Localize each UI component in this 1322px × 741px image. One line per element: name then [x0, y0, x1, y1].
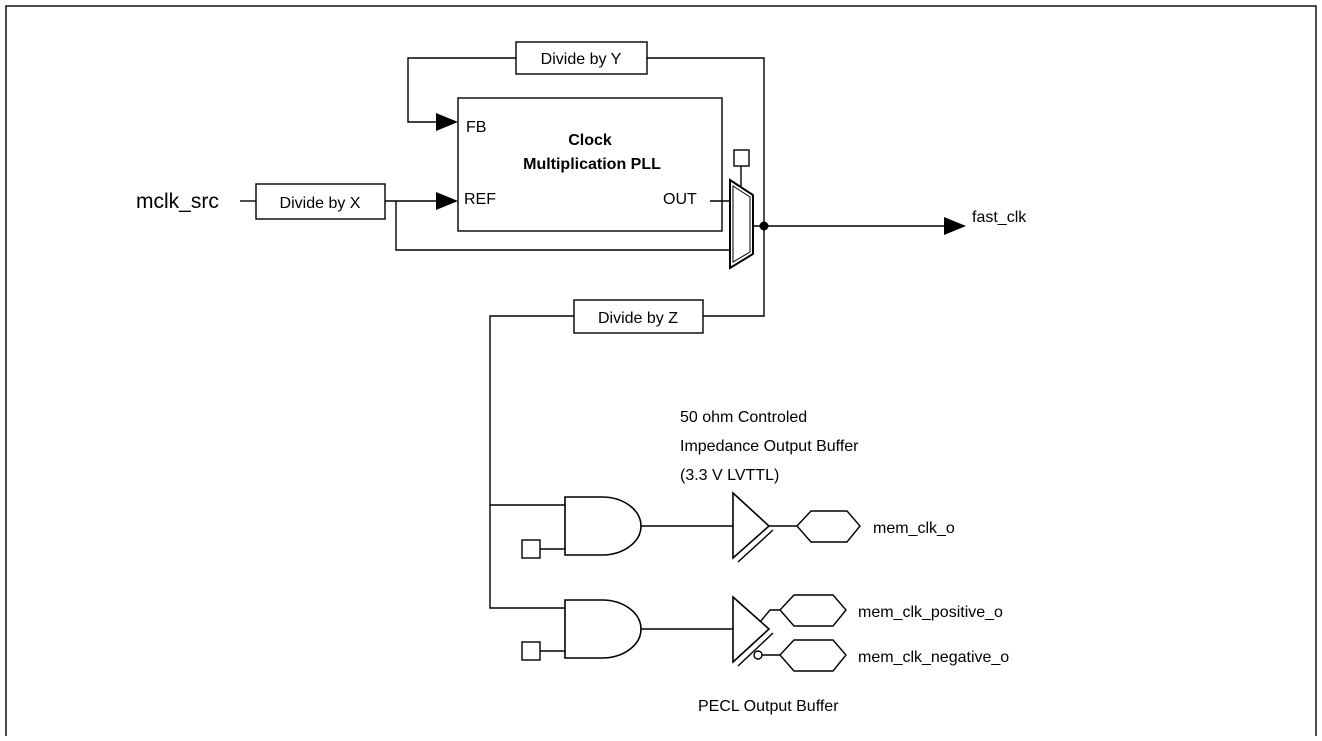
feedback-wire-left — [407, 57, 516, 123]
pll-title-line1: Clock — [568, 132, 612, 149]
and1-enable-box — [521, 539, 541, 559]
divide-by-z-box — [573, 299, 704, 334]
pll-port-fb: FB — [466, 119, 486, 136]
lvttl-label-line2: Impedance Output Buffer — [680, 438, 859, 455]
mux-select-box — [733, 149, 750, 167]
pecl-pos-wire — [759, 609, 780, 623]
pecl-buffer — [732, 595, 771, 664]
divide-by-x-box — [255, 183, 386, 220]
divide-by-z-label: Divide by Z — [598, 310, 678, 327]
mem-clk-positive-label: mem_clk_positive_o — [858, 604, 1003, 621]
mclk-src-label: mclk_src — [136, 190, 219, 213]
and-gate-2 — [564, 599, 642, 659]
divide-by-y-box — [515, 41, 648, 75]
mem-clk-pad — [796, 510, 861, 543]
divide-by-x-label: Divide by X — [280, 195, 361, 212]
fast-clk-label: fast_clk — [972, 209, 1027, 226]
mem-clk-positive-pad — [779, 594, 847, 627]
bypass-wire — [395, 201, 730, 251]
fast-clk-arrow — [944, 217, 966, 235]
divide-z-in-wire — [703, 226, 765, 317]
pecl-buffer-shadow — [737, 632, 774, 667]
divide-by-y-label: Divide by Y — [541, 51, 622, 68]
output-mux-inner — [732, 185, 751, 263]
lvttl-buffer-shadow — [737, 529, 774, 563]
mem-clk-label: mem_clk_o — [873, 520, 955, 537]
diagram-frame — [5, 5, 1317, 741]
and2-enable-box — [521, 641, 541, 661]
mem-clk-negative-label: mem_clk_negative_o — [858, 649, 1009, 666]
pll-block — [457, 97, 723, 232]
pecl-label: PECL Output Buffer — [698, 698, 839, 715]
pll-port-out: OUT — [663, 191, 697, 208]
fb-arrow — [436, 113, 458, 131]
ref-arrow — [436, 192, 458, 210]
mem-clk-negative-pad — [779, 639, 847, 672]
output-mux — [729, 178, 754, 270]
pll-port-ref: REF — [464, 191, 496, 208]
lvttl-label-line3: (3.3 V LVTTL) — [680, 467, 779, 484]
feedback-wire-right — [647, 57, 765, 226]
pecl-invert-bubble — [753, 650, 763, 660]
pll-title-line2: Multiplication PLL — [523, 156, 661, 173]
lvttl-label-line1: 50 ohm Controled — [680, 409, 807, 426]
and-gate-1 — [564, 496, 642, 556]
lvttl-buffer — [732, 491, 771, 560]
divide-z-out-wire — [489, 315, 574, 609]
